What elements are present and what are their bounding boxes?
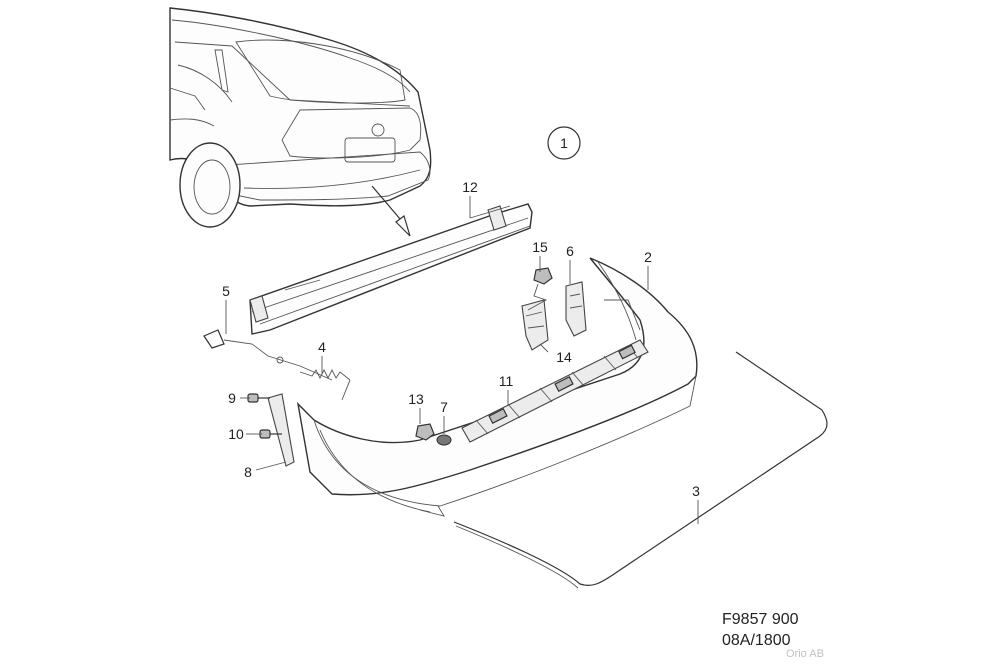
callout-5: 5 [222, 283, 230, 299]
diagram-code-line-2: 08A/1800 [722, 632, 791, 649]
group-number-badge: 1 [547, 126, 581, 160]
callout-2: 2 [644, 249, 652, 265]
direction-arrow [371, 185, 411, 237]
part-6-bracket [565, 281, 587, 337]
leader-lines [225, 196, 699, 524]
callout-14: 14 [556, 349, 572, 365]
part-3-trim-strip [453, 351, 828, 589]
callout-9: 9 [228, 390, 236, 406]
callout-8: 8 [244, 464, 252, 480]
part-13-nut [415, 423, 435, 441]
part-2-bumper-cover [296, 257, 698, 517]
credit-watermark: Orio AB [786, 648, 824, 660]
callout-11: 11 [499, 373, 514, 389]
callout-labels: 12 2 6 15 14 5 4 9 10 8 11 13 7 3 [222, 179, 700, 499]
callout-6: 6 [566, 243, 574, 259]
part-15-nut [527, 267, 553, 311]
part-11-energy-absorber [461, 339, 649, 443]
callout-4: 4 [318, 339, 326, 355]
part-8-side-bracket [267, 393, 295, 467]
callout-13: 13 [408, 391, 424, 407]
part-5-clip [203, 329, 333, 381]
callout-10: 10 [228, 426, 244, 442]
callout-12: 12 [462, 179, 478, 195]
callout-3: 3 [692, 483, 700, 499]
part-12-bumper-beam [249, 203, 533, 335]
part-7-washer [436, 434, 452, 446]
callout-15: 15 [532, 239, 548, 255]
part-9-screw [247, 393, 270, 403]
group-number-label: 1 [560, 135, 568, 151]
part-4-spring [299, 368, 351, 401]
diagram-code-line-1: F9857 900 [722, 611, 799, 628]
car-rear-illustration [169, 7, 432, 228]
callout-7: 7 [440, 399, 448, 415]
part-14-bracket [521, 299, 549, 351]
